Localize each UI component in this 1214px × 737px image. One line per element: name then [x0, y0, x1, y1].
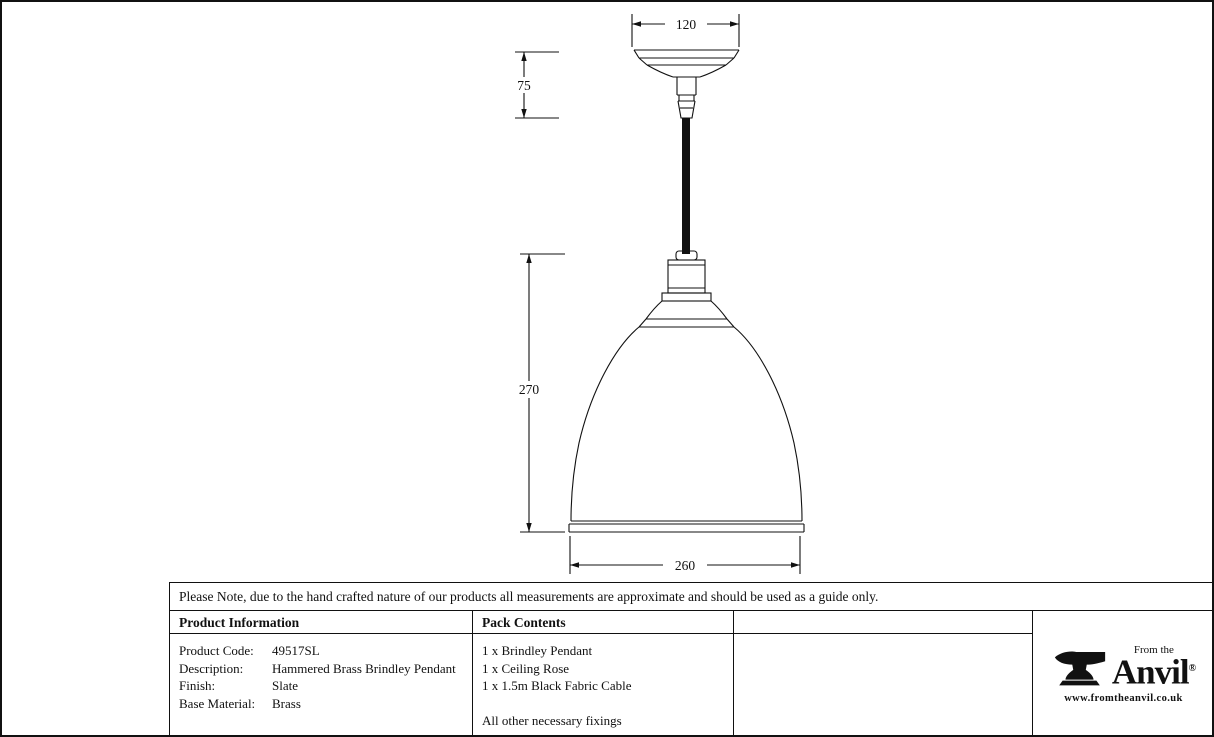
logo-tagline: From the	[1133, 644, 1174, 657]
dimension-shade-height	[508, 253, 565, 533]
dimension-rose-width	[631, 14, 740, 47]
logo-website: www.fromtheanvil.co.uk	[1064, 692, 1183, 704]
product-information-header: Product Information	[170, 611, 472, 634]
product-information-body: Product Code: 49517SL Description: Hamme…	[170, 634, 472, 712]
registered-mark: ®	[1188, 663, 1197, 675]
table-row: Description: Hammered Brass Brindley Pen…	[179, 660, 472, 678]
dim-label-shade-width: 260	[675, 558, 696, 573]
measurement-note: Please Note, due to the hand crafted nat…	[169, 582, 1212, 611]
dim-label-shade-height: 270	[519, 382, 540, 397]
description-value: Hammered Brass Brindley Pendant	[272, 660, 456, 676]
product-code-label: Product Code:	[179, 643, 254, 658]
list-item: 1 x Brindley Pendant	[482, 643, 593, 658]
pack-contents-footer: All other necessary fixings	[482, 712, 622, 728]
product-information-column: Product Information Product Code: 49517S…	[170, 611, 473, 735]
logo-name: Anvil®	[1111, 652, 1197, 692]
pack-contents-header: Pack Contents	[473, 611, 733, 634]
empty-column	[734, 611, 1033, 735]
shade-drawing	[568, 300, 805, 533]
base-material-label: Base Material:	[179, 695, 256, 711]
finish-label: Finish:	[179, 678, 216, 693]
dim-label-rose-width: 120	[676, 17, 697, 32]
dimension-rose-height	[510, 51, 559, 119]
list-item: 1 x Ceiling Rose	[482, 660, 570, 676]
brand-logo-cell: From the Anvil® www.fromtheanvil.co.uk	[1033, 611, 1212, 735]
pack-contents-body: 1 x Brindley Pendant 1 x Ceiling Rose 1 …	[473, 634, 733, 729]
empty-column-body	[734, 634, 1032, 642]
brand-logo: From the Anvil® www.fromtheanvil.co.uk	[1033, 611, 1212, 735]
fabric-cable-drawing	[682, 118, 690, 254]
table-row: Base Material: Brass	[179, 695, 472, 713]
pack-contents-column: Pack Contents 1 x Brindley Pendant 1 x C…	[473, 611, 734, 735]
empty-column-header	[734, 611, 1032, 634]
ceiling-rose-drawing	[633, 49, 740, 119]
base-material-value: Brass	[272, 695, 301, 711]
technical-drawing: 120 75 270 260	[508, 14, 805, 574]
dimension-shade-width	[569, 536, 801, 574]
measurement-note-text: Please Note, due to the hand crafted nat…	[179, 588, 879, 604]
lamp-holder-drawing	[661, 250, 712, 302]
finish-value: Slate	[272, 678, 298, 693]
table-row: Finish: Slate	[179, 677, 472, 695]
info-table: Product Information Product Code: 49517S…	[169, 611, 1212, 735]
product-code-value: 49517SL	[272, 643, 320, 658]
list-item: 1 x 1.5m Black Fabric Cable	[482, 678, 632, 693]
table-row: Product Code: 49517SL	[179, 642, 472, 660]
anvil-icon	[1054, 651, 1106, 686]
dim-label-rose-height: 75	[517, 78, 531, 93]
description-label: Description:	[179, 660, 244, 676]
